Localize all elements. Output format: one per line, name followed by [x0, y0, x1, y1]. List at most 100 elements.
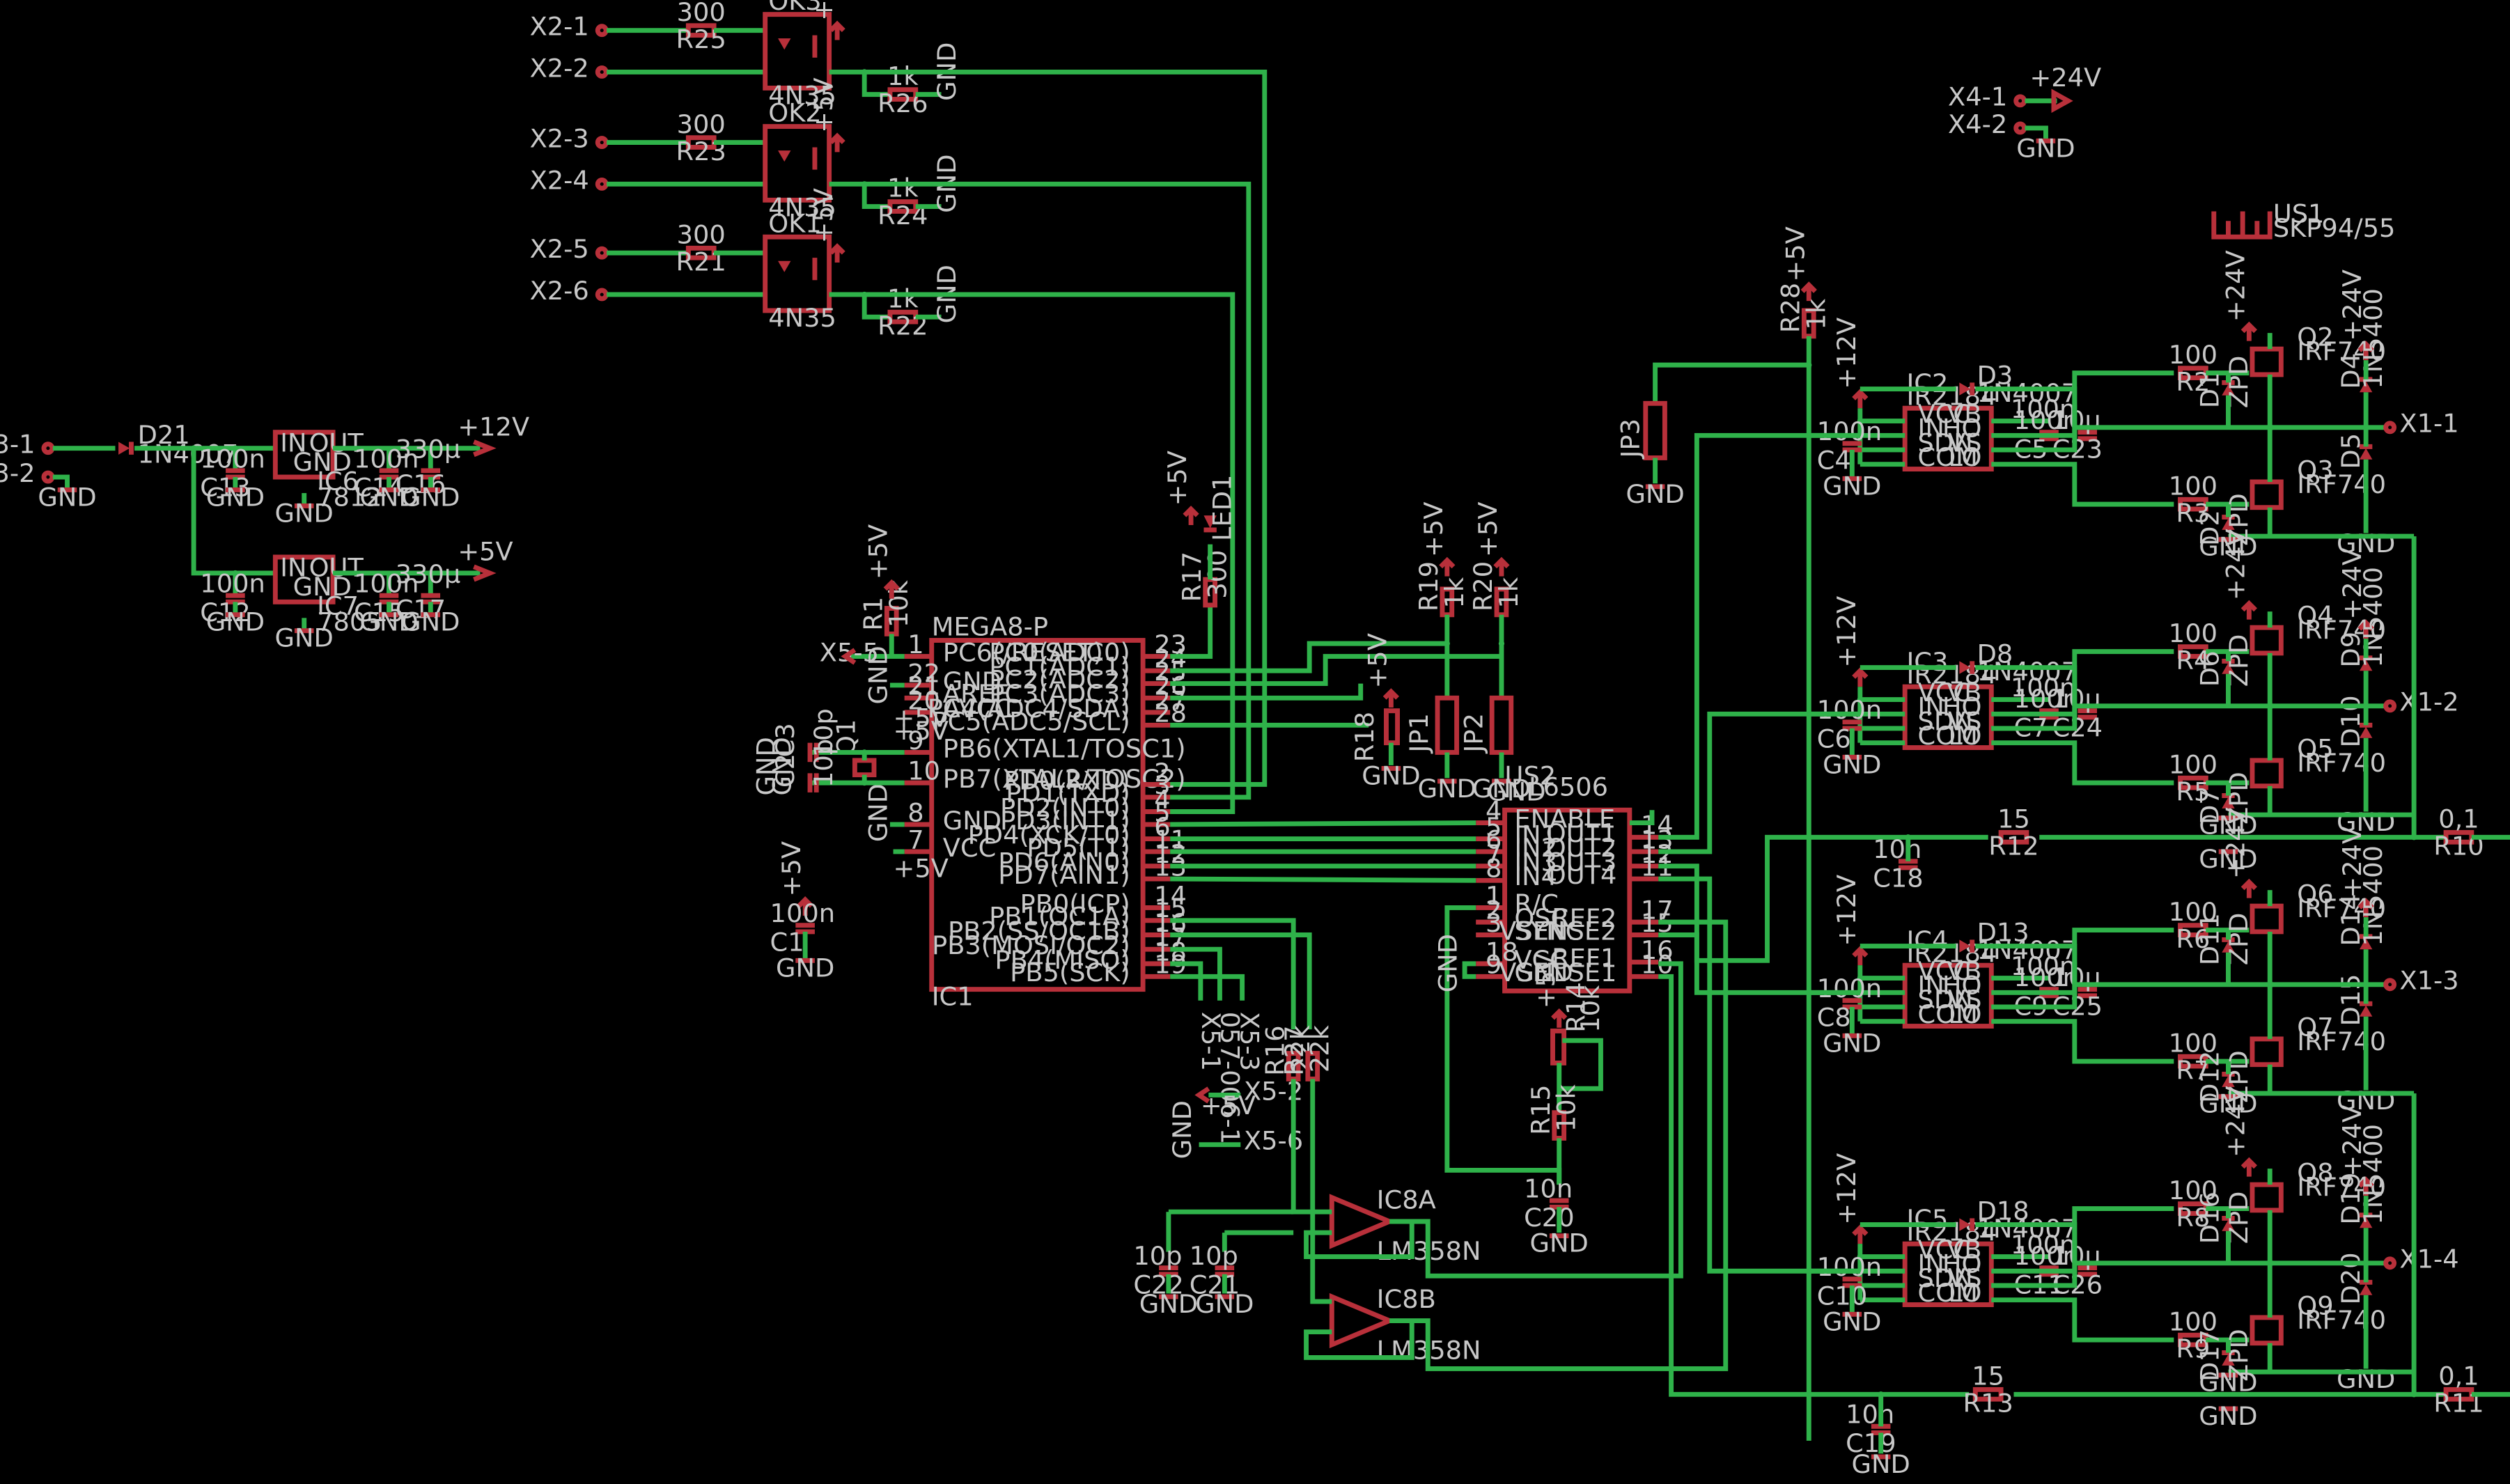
connector-x2-2-label: X2-2 — [530, 53, 589, 83]
regulator-ic6-ref: IC6 — [317, 466, 359, 496]
reg-pin-out: OUT — [309, 553, 364, 583]
led-ref: LED1 — [1208, 475, 1238, 541]
jumper-jp2: JP2 — [1458, 695, 1514, 755]
heatsink-value: SKP94/55 — [2273, 213, 2396, 243]
resistor-r25-value: 300 — [677, 0, 726, 27]
resistor-r7-value: 100 — [2169, 1028, 2217, 1058]
mcu-pin-name: PB2(SS/OC1B) — [948, 916, 1130, 946]
capacitor-c20-value: 10n — [1524, 1174, 1573, 1204]
gnd-label: GND — [2016, 133, 2075, 163]
gd-value: IR2184 — [1906, 939, 1997, 969]
mcu-pin-name: PD2(INT0) — [1000, 792, 1130, 822]
gd-pin: VB — [1947, 956, 1981, 986]
jumper-jp2-ref: JP2 — [1458, 713, 1488, 753]
wire — [1170, 974, 1245, 1001]
gd-pin: COM — [1918, 999, 1978, 1029]
fw-ref: D10 — [2336, 695, 2366, 747]
ground-symbol: GND — [2199, 532, 2257, 562]
capacitor-c10-value: 100n — [1817, 1252, 1882, 1282]
capacitor-c11-value: 100n — [2013, 1241, 2078, 1271]
ground-symbol: GND — [2016, 133, 2075, 163]
aref-5v: +5V — [894, 716, 949, 746]
gd-12v: +12V — [1832, 318, 1869, 409]
connector-x2-5: X2-5 — [530, 234, 609, 264]
driver-pin-name: REF1 — [1552, 943, 1616, 973]
r1-5v: +5V — [863, 524, 900, 599]
fw-ref: D5 — [2336, 433, 2366, 469]
mcu-pin-num: 21 — [907, 671, 940, 701]
junction-dot — [1878, 1391, 1884, 1398]
driver-pin-name: OSC — [1514, 903, 1568, 933]
connector-x2-4: X2-4 — [530, 165, 609, 195]
wire — [2072, 1206, 2174, 1249]
resistor-r13-value: 15 — [1972, 1361, 2004, 1391]
regulator-ic6-value: 7812 — [317, 482, 382, 512]
rail-5v-arrow — [473, 564, 497, 582]
power-label: +24V — [2337, 548, 2367, 620]
gd-12v: +12V — [1832, 1153, 1869, 1244]
gnd-label: GND — [1433, 934, 1463, 992]
opto-5v: +5V — [809, 188, 845, 263]
junction-dot — [190, 445, 197, 451]
resistor-r8-value: 100 — [2169, 1176, 2217, 1205]
gnd-label: GND — [2337, 529, 2395, 559]
power-label: +5V — [1780, 226, 1810, 281]
gd-value: IR2184 — [1906, 660, 1997, 690]
jp3-ref: JP3 — [1616, 419, 1646, 459]
junction-dot — [2410, 834, 2417, 841]
capacitor-c21-value: 10p — [1190, 1241, 1238, 1271]
crystal-q1: Q1 — [831, 719, 877, 778]
resistor-r12-value: 15 — [1997, 804, 2030, 834]
driver-pin-num: 2 — [1486, 896, 1502, 925]
zener-ref: D11 — [2195, 913, 2225, 965]
connector-x5-5: X5-5 — [820, 637, 879, 667]
mosfet-ref: Q5 — [2297, 733, 2333, 763]
driver-pin-name: ENABLE — [1514, 804, 1615, 834]
resistor-r28-ref: R28 — [1775, 283, 1805, 333]
mcu-pin-name: PC0(ADC0) — [989, 637, 1130, 667]
gnd-label: GND — [359, 482, 418, 512]
rail-24v-label: +24V — [2029, 63, 2101, 93]
wire — [1462, 961, 1476, 979]
connector-x2-1-label: X2-1 — [530, 12, 589, 42]
mosfet-24v: +24V — [2220, 807, 2257, 898]
capacitor-c8-value: 100n — [1817, 974, 1882, 1003]
mcu-pin-name: AVCC — [943, 694, 1012, 724]
driver-pin-num: 4 — [1486, 796, 1502, 826]
resistor-r12-ref: R12 — [1988, 831, 2039, 861]
capacitor-c18-value: 10n — [1873, 834, 1922, 864]
header-label: 057-006-1 — [1215, 1012, 1245, 1144]
connector-x2-2: X2-2 — [530, 53, 609, 83]
optocoupler-ok3-value: 4N35 — [768, 80, 836, 110]
capacitor-c15-value: 100n — [354, 569, 419, 599]
rail-24v-arrow — [2051, 88, 2073, 114]
mcu-pin-num: 4 — [1154, 785, 1170, 815]
mcu-pin-num: 20 — [907, 685, 940, 715]
gd-pin: COM — [1918, 721, 1978, 751]
ground-symbol: GND — [38, 482, 96, 512]
output-x1-2-label: X1-2 — [2399, 687, 2458, 717]
capacitor-c17-value: 330µ — [396, 559, 461, 589]
crystal-ref: Q1 — [831, 719, 861, 756]
ground-symbol: GND — [206, 607, 265, 637]
driver-pin-name: VSENSE2 — [1499, 916, 1616, 946]
power-label: +5V — [777, 841, 806, 896]
ground-symbol: GND — [1852, 1449, 1910, 1479]
boot-cap-label: 100n — [2011, 1230, 2075, 1260]
boot-diode-d13 — [1959, 939, 1975, 953]
gd-pin: SDN — [1918, 1263, 1973, 1293]
capacitor-c2-value: 10p — [809, 739, 839, 788]
junction-dot — [1857, 696, 1863, 703]
mcu-pin-name: PC1(ADC1) — [989, 652, 1130, 682]
